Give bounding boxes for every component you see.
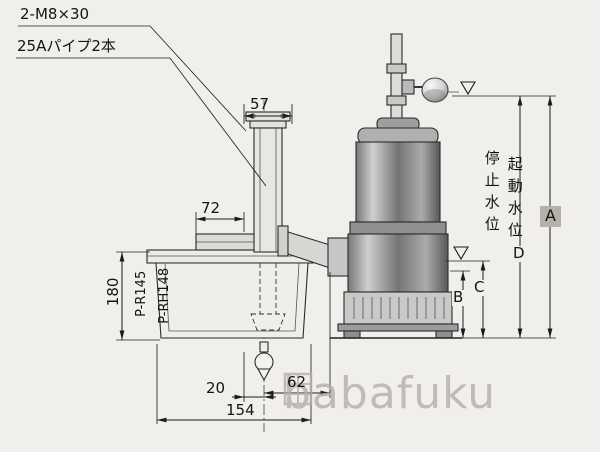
strainer <box>343 291 453 325</box>
dim-154-label: 154 <box>226 401 255 419</box>
ref-letter-c: C <box>473 278 486 296</box>
ref-letter-d: D <box>512 244 526 262</box>
float-switch <box>401 77 459 103</box>
dim-62-label: 62 <box>287 373 307 391</box>
ref-letter-a: A <box>540 206 561 227</box>
ref-letter-b: B <box>452 288 465 306</box>
stop-level-label: 停止水位 <box>482 150 501 238</box>
basin-outline <box>146 249 314 339</box>
callout-pipes: 25Aパイプ2本 <box>17 37 116 55</box>
water-level-symbols <box>453 81 476 261</box>
dim-72-label: 72 <box>201 199 221 217</box>
pump-body <box>330 33 462 339</box>
motor-housing <box>355 141 441 223</box>
discharge-pipe-assembly <box>195 111 291 382</box>
guide-bracket <box>277 225 351 277</box>
dim-57-label: 57 <box>250 95 270 113</box>
float-ball-icon <box>421 77 449 103</box>
dim-20-label: 20 <box>206 379 226 397</box>
callout-bolts: 2-M8×30 <box>20 5 90 23</box>
model-pr145-label: P-R145 <box>134 270 150 317</box>
dim-180-label: 180 <box>104 277 123 307</box>
water-level-icon <box>460 81 476 96</box>
model-prh148-label: P-RH148 <box>157 267 173 324</box>
start-level-label: 起動水位 <box>505 156 524 244</box>
leader-lines <box>16 25 267 187</box>
pump-casing <box>347 233 449 293</box>
water-level-icon <box>453 246 469 261</box>
